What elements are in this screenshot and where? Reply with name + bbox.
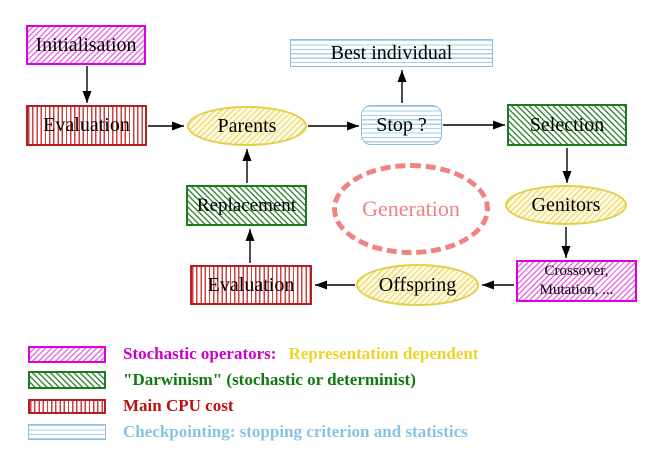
- node-evaluation-bottom: Evaluation: [190, 265, 312, 305]
- legend-label-checkpointing: Checkpointing: stopping criterion and st…: [123, 422, 468, 441]
- legend-swatch-darwinism: [28, 371, 106, 389]
- legend-swatch-stochastic-operators: [28, 345, 106, 363]
- node-parents: Parents: [187, 106, 307, 146]
- node-initialisation: Initialisation: [26, 25, 146, 65]
- crossover-line2: Mutation, ...: [539, 282, 614, 298]
- legend-label-darwinism: "Darwinism" (stochastic or determinist): [123, 370, 416, 389]
- node-crossover-mutation: Crossover, Mutation, ...: [516, 260, 637, 302]
- node-generation: Generation: [332, 163, 490, 255]
- legend-swatch-checkpointing: [28, 424, 106, 440]
- legend-row-darwinism: "Darwinism" (stochastic or determinist): [28, 370, 416, 390]
- legend-label-stochastic-operators: Stochastic operators:: [123, 344, 277, 363]
- legend-row-checkpointing: Checkpointing: stopping criterion and st…: [28, 422, 468, 442]
- legend-label-cpu-cost: Main CPU cost: [123, 396, 234, 415]
- legend-row-cpu-cost: Main CPU cost: [28, 396, 233, 416]
- legend-label-representation-dependent: Representation dependent: [288, 344, 479, 363]
- node-evaluation-top: Evaluation: [26, 105, 147, 146]
- node-offspring: Offspring: [356, 264, 479, 306]
- node-stop: Stop ?: [361, 105, 442, 145]
- node-replacement: Replacement: [186, 185, 307, 226]
- node-genitors: Genitors: [505, 185, 627, 225]
- node-selection: Selection: [507, 104, 627, 146]
- legend-row-stochastic: Stochastic operators: Representation dep…: [28, 344, 478, 364]
- node-best-individual: Best individual: [290, 39, 493, 67]
- crossover-line1: Crossover,: [544, 263, 609, 280]
- legend-swatch-cpu-cost: [28, 398, 106, 414]
